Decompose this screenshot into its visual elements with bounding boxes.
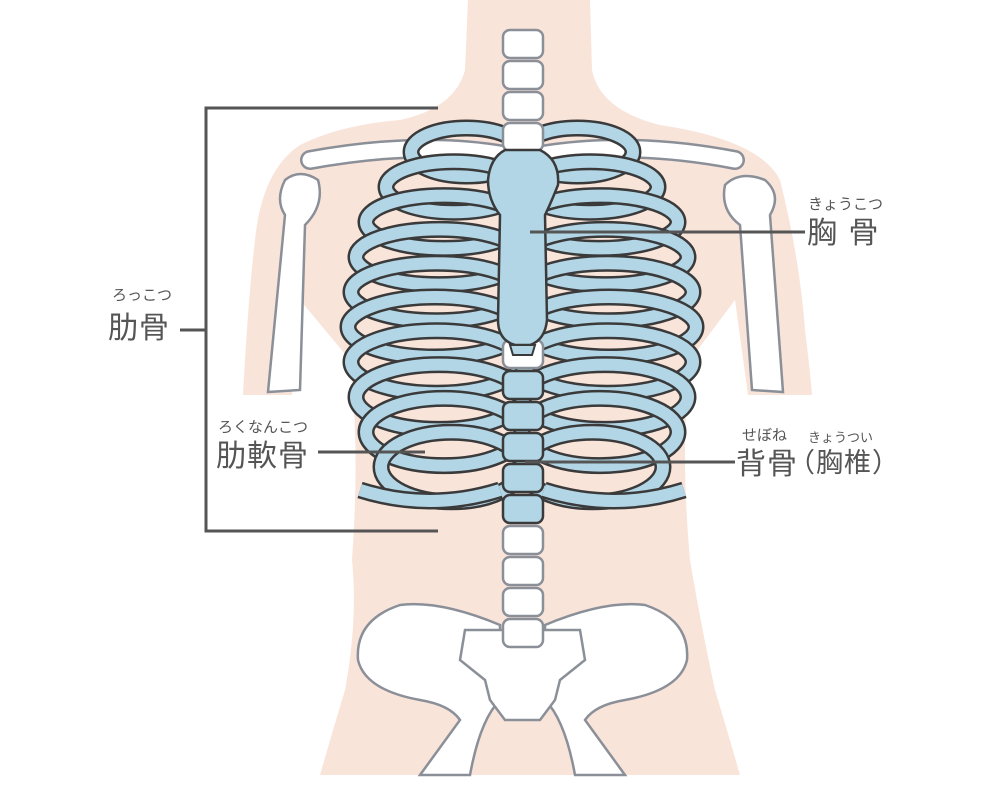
costal-cartilage-label: 肋軟骨: [216, 439, 309, 474]
rib-ruby: ろっこつ: [112, 286, 173, 304]
thoracic-vertebra: [501, 431, 545, 463]
vertebra: [501, 555, 545, 587]
vertebra: [501, 90, 545, 122]
rib-bracket-line: [204, 106, 438, 533]
left-floating-rib: [358, 484, 502, 507]
right-floating-rib: [542, 484, 686, 507]
xiphoid-process: [508, 344, 537, 356]
pelvis: [356, 602, 689, 777]
right-humerus: [722, 174, 785, 394]
thoracic-vertebra: [501, 369, 545, 401]
sternum-ruby: きょうこつ: [808, 195, 884, 213]
thoracic-vertebrae-label: （胸椎）: [788, 448, 900, 479]
vertebra: [501, 59, 545, 91]
thoracic-vertebrae-ruby: きょうつい: [808, 431, 874, 446]
sacrum: [458, 628, 587, 722]
spine-label: 背骨: [736, 447, 798, 482]
left-humerus: [266, 172, 322, 394]
costal-cartilage-ruby: ろくなんこつ: [218, 418, 309, 436]
spine-ruby: せぼね: [742, 426, 788, 444]
vertebra: [501, 524, 545, 556]
vertebra: [501, 617, 545, 649]
vertebra: [501, 586, 545, 618]
vertebra: [501, 121, 545, 153]
rib-label: 肋骨: [108, 311, 170, 346]
thoracic-vertebra: [501, 400, 545, 432]
thoracic-vertebra: [501, 493, 545, 525]
sternum-label: 胸 骨: [807, 216, 880, 251]
vertebra: [501, 28, 545, 60]
thoracic-vertebra: [501, 462, 545, 494]
